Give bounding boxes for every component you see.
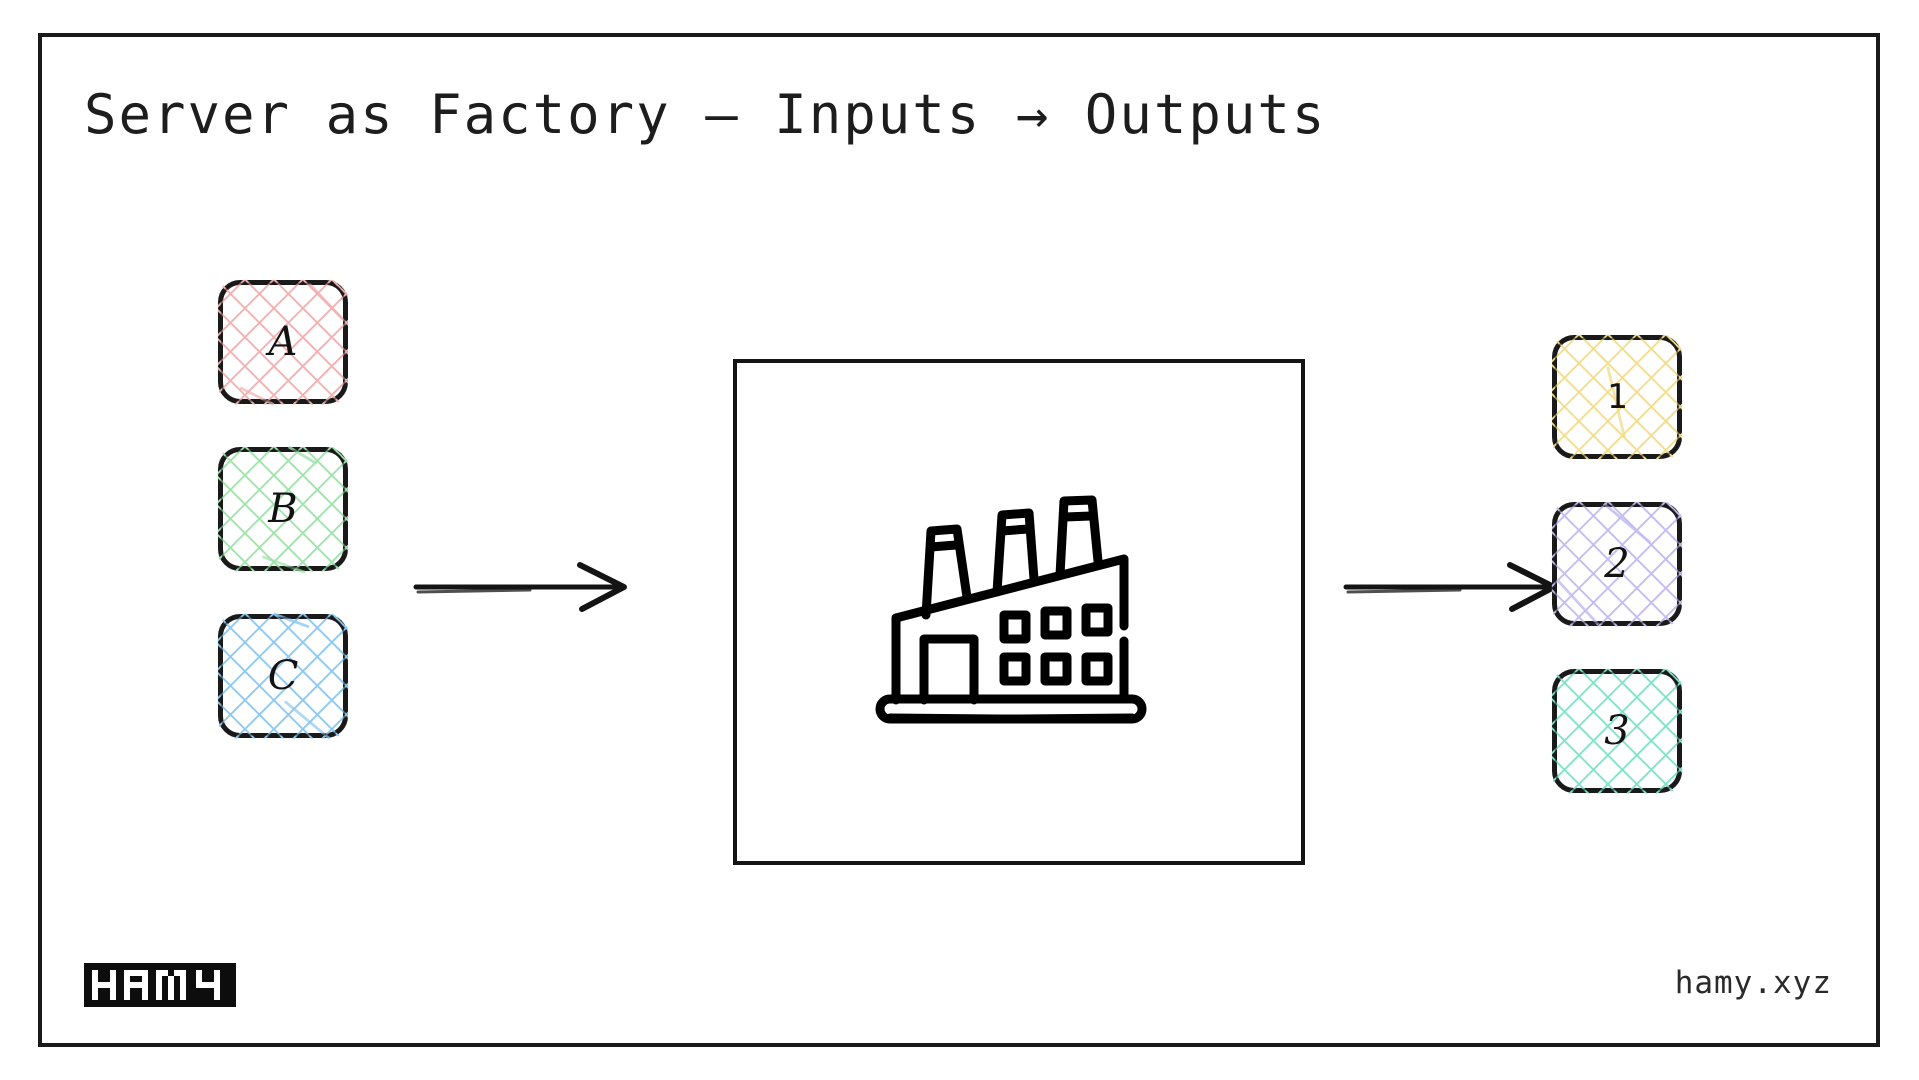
input-node-b[interactable]: B — [217, 445, 349, 574]
page-title: Server as Factory — Inputs → Outputs — [84, 83, 1327, 146]
output-node-3-label: 3 — [1604, 708, 1630, 754]
output-node-2-label: 2 — [1604, 541, 1630, 587]
output-node-2[interactable]: 2 — [1551, 501, 1683, 627]
input-node-a-label: A — [268, 319, 298, 365]
factory-frame[interactable] — [733, 359, 1305, 865]
output-node-1-label: 1 — [1606, 377, 1628, 417]
input-node-c-label: C — [267, 653, 299, 699]
output-node-3[interactable]: 3 — [1551, 668, 1683, 794]
input-node-b-label: B — [268, 486, 298, 532]
input-node-a[interactable]: A — [217, 279, 349, 406]
hamy-logo[interactable] — [84, 963, 236, 1007]
output-node-1[interactable]: 1 — [1551, 334, 1683, 460]
site-url: hamy.xyz — [1674, 965, 1832, 1001]
hamy-logo-glyphs — [92, 970, 220, 1000]
input-node-c[interactable]: C — [217, 612, 349, 740]
arrow-inputs-to-factory — [413, 562, 627, 612]
factory-icon — [875, 495, 1147, 724]
arrow-factory-to-outputs — [1343, 562, 1557, 612]
slide-frame: Server as Factory — Inputs → Outputs A — [38, 33, 1880, 1047]
